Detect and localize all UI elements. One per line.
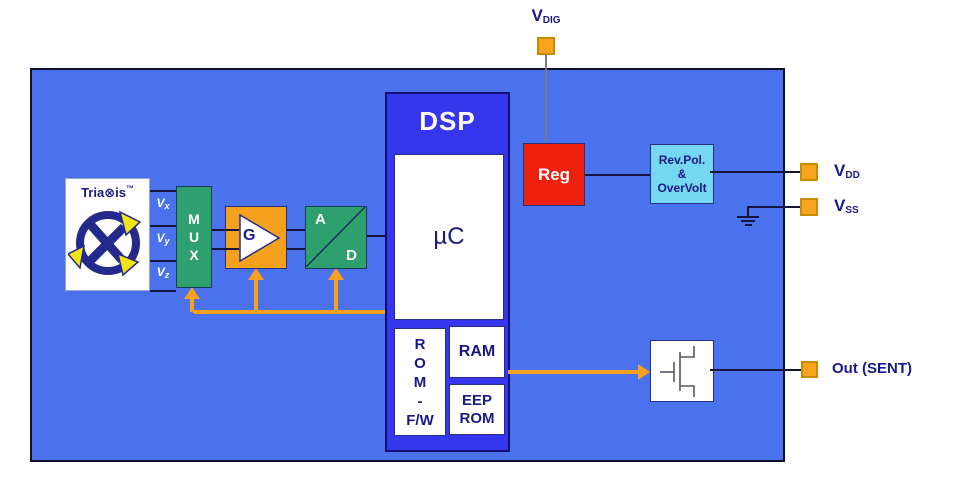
mosfet-icon: [660, 346, 695, 397]
dsp-block: DSP µC R O M - F/W RAM EEP ROM: [385, 92, 510, 452]
signal-label-vy: Vy: [156, 231, 170, 246]
vss-label: VSS: [834, 196, 859, 216]
vdd-pin: [800, 163, 818, 181]
sensor-wire-3: [150, 260, 176, 262]
regulator-block: Reg: [523, 143, 585, 206]
gain-adc-wire-1: [287, 229, 306, 231]
mux-block: M U X: [176, 186, 212, 288]
feedback-bus: [192, 310, 385, 314]
feedback-branch-adc: [334, 279, 338, 312]
eeprom-block: EEP ROM: [449, 384, 505, 435]
signal-label-vx: Vx: [156, 196, 170, 211]
protection-block: Rev.Pol. & OverVolt: [650, 144, 714, 204]
mux-gain-wire-1: [212, 229, 239, 231]
feedback-branch-gain: [254, 279, 258, 312]
vdig-wire: [545, 55, 547, 141]
vss-wire: [748, 206, 800, 208]
vdd-label: VDD: [834, 161, 860, 181]
mux-letter: U: [188, 229, 200, 245]
ground-stub: [747, 206, 749, 216]
regulator-label: Reg: [537, 164, 571, 184]
mux-letter: M: [188, 211, 200, 227]
mux-gain-wire-2: [212, 248, 239, 250]
arrowhead-mux-icon: [184, 287, 200, 299]
triaxis-brand-label: Tria⊗is™: [81, 184, 134, 200]
microcontroller-block: µC: [394, 154, 504, 320]
arrowhead-adc-icon: [328, 268, 344, 280]
feedback-branch-mux: [190, 298, 194, 312]
adc-d-label: D: [346, 247, 357, 264]
adc-diagonal-icon: [306, 207, 365, 267]
ram-block: RAM: [449, 326, 505, 378]
microcontroller-label: µC: [433, 223, 465, 250]
ground-icon: [741, 220, 755, 222]
arrowhead-gain-icon: [248, 268, 264, 280]
signal-label-vz: Vz: [156, 265, 170, 280]
sensor-wire-4: [150, 290, 176, 292]
vdd-wire: [710, 171, 800, 173]
gain-adc-wire-2: [287, 248, 306, 250]
reg-protection-wire: [585, 174, 650, 176]
vdig-pin: [537, 37, 555, 55]
adc-a-label: A: [315, 211, 326, 228]
out-wire: [710, 369, 801, 371]
amplifier-triangle-icon: [238, 213, 280, 262]
mux-letter: X: [189, 247, 199, 263]
output-driver-block: [650, 340, 714, 402]
adc-block: A D: [305, 206, 367, 269]
dsp-output-arrow: [508, 370, 640, 374]
triaxis-logo-icon: [66, 210, 141, 277]
triaxis-sensor-block: Tria⊗is™: [65, 178, 150, 291]
rom-fw-block: R O M - F/W: [394, 328, 446, 436]
chip-boundary: Tria⊗is™ Vx Vy Vz M U X: [30, 68, 785, 462]
vdig-label: VDIG: [531, 6, 561, 26]
adc-dsp-wire: [367, 235, 386, 237]
ground-icon: [745, 224, 752, 226]
arrowhead-output-icon: [638, 364, 650, 380]
out-label: Out (SENT): [832, 360, 912, 377]
sensor-wire-1: [150, 190, 176, 192]
ram-label: RAM: [458, 343, 496, 360]
vss-pin: [800, 198, 818, 216]
gain-label: G: [243, 227, 256, 244]
out-pin: [801, 361, 818, 378]
gain-block: G: [225, 206, 287, 269]
ground-icon: [737, 216, 759, 218]
dsp-title: DSP: [419, 106, 476, 136]
sensor-wire-2: [150, 225, 176, 227]
